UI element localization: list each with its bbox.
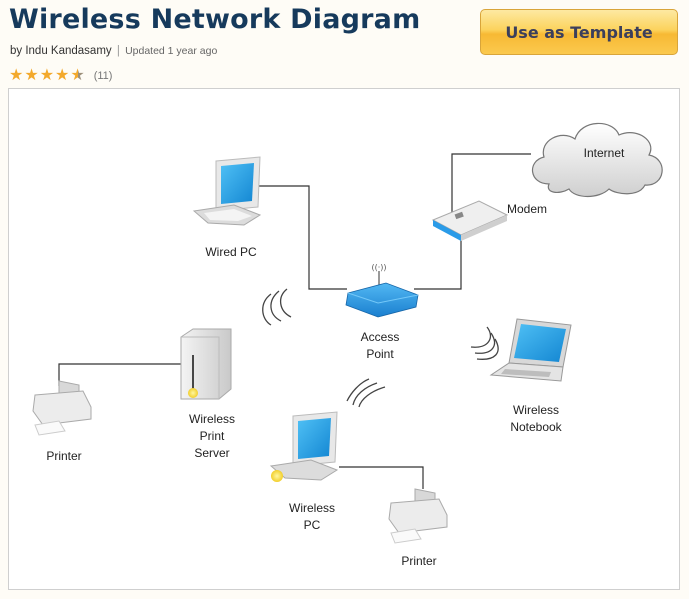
node-label-printer-bottom: Printer	[401, 554, 437, 568]
node-label-wireless-notebook: Wireless Notebook	[510, 403, 562, 434]
printer-icon	[32, 380, 92, 436]
svg-text:((·)): ((·))	[371, 263, 386, 272]
star-icon: ★	[9, 67, 24, 84]
byline: by Indu Kandasamy | Updated 1 year ago	[10, 45, 217, 57]
updated-text: Updated 1 year ago	[125, 45, 218, 57]
cloud-icon	[532, 122, 663, 198]
connector-modem-accesspoint	[414, 231, 462, 290]
node-label-modem: Modem	[507, 202, 548, 216]
node-label-wireless-pc: Wireless PC	[288, 501, 336, 532]
diagram-svg: ((·))	[32, 122, 663, 544]
node-label-wired-pc: Wired PC	[205, 245, 257, 259]
star-icon: ★	[24, 67, 39, 84]
diagram-canvas: ((·))	[8, 88, 680, 590]
connector-wirelesspc-printer	[339, 466, 424, 489]
byline-separator: |	[116, 45, 120, 57]
rating-count: (11)	[93, 70, 113, 82]
page-title: Wireless Network Diagram	[9, 4, 421, 35]
server-tower-icon	[180, 328, 232, 400]
wireless-router-icon: ((·))	[345, 263, 419, 318]
wireless-waves-icon	[262, 288, 292, 326]
node-label-internet: Internet	[583, 146, 625, 160]
modem-icon	[431, 200, 509, 241]
connector-printer-printserver	[58, 363, 181, 386]
node-label-access-point: Access Point	[360, 330, 400, 361]
connector-wiredpc-accesspoint	[259, 185, 347, 290]
star-icon: ★	[39, 67, 55, 84]
node-label-wireless-print-server: Wireless Print Server	[188, 412, 236, 460]
node-label-printer-left: Printer	[46, 449, 82, 463]
half-star-icon: ★	[70, 67, 85, 84]
desktop-pc-icon	[192, 156, 262, 226]
laptop-icon	[489, 318, 572, 382]
author-link[interactable]: by Indu Kandasamy	[10, 45, 112, 57]
desktop-pc-icon	[269, 411, 339, 482]
printer-icon	[388, 488, 448, 544]
star-icon: ★	[55, 67, 70, 84]
wireless-waves-icon	[346, 378, 386, 408]
star-rating[interactable]: ★ ★ ★ ★ ★ (11)	[9, 68, 112, 84]
wireless-waves-icon	[470, 326, 499, 360]
use-as-template-button[interactable]: Use as Template	[480, 9, 678, 55]
connector-modem-internet	[451, 153, 531, 214]
